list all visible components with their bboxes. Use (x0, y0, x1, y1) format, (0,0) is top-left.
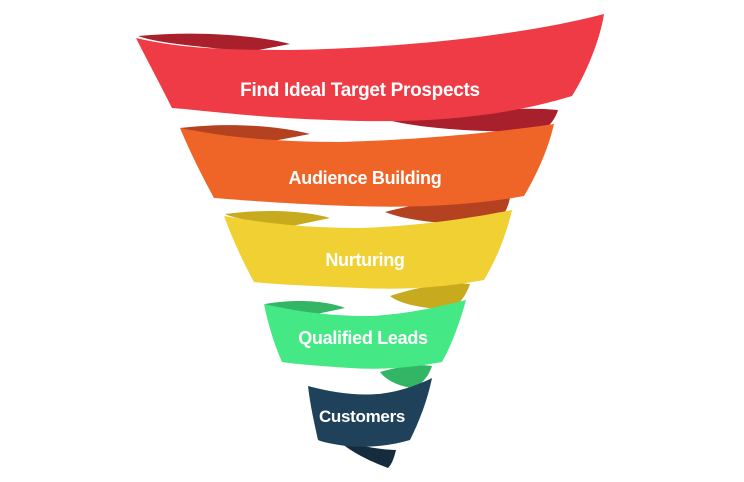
funnel-labels: Find Ideal Target Prospects Audience Bui… (240, 80, 480, 426)
stage-4-left-fold (265, 301, 345, 315)
stage-2-left-fold (180, 125, 310, 142)
stage-2-label: Audience Building (289, 168, 442, 188)
stage-4-right-fold (380, 365, 432, 388)
stage-1-label: Find Ideal Target Prospects (240, 80, 480, 101)
stage-4-label: Qualified Leads (298, 328, 428, 348)
stage-5-band (308, 378, 432, 447)
stage-2-band (180, 124, 554, 207)
stage-5-tail (338, 440, 396, 468)
stage-4-band (264, 300, 466, 369)
stage-3-band (224, 210, 512, 289)
stage-3-right-fold (390, 283, 470, 310)
funnel-front-bands (136, 14, 604, 447)
stage-1-left-fold (138, 33, 290, 52)
stage-3-label: Nurturing (325, 250, 404, 270)
stage-5-label: Customers (319, 407, 405, 426)
stage-1-band (136, 14, 604, 122)
stage-3-left-fold (225, 211, 330, 226)
